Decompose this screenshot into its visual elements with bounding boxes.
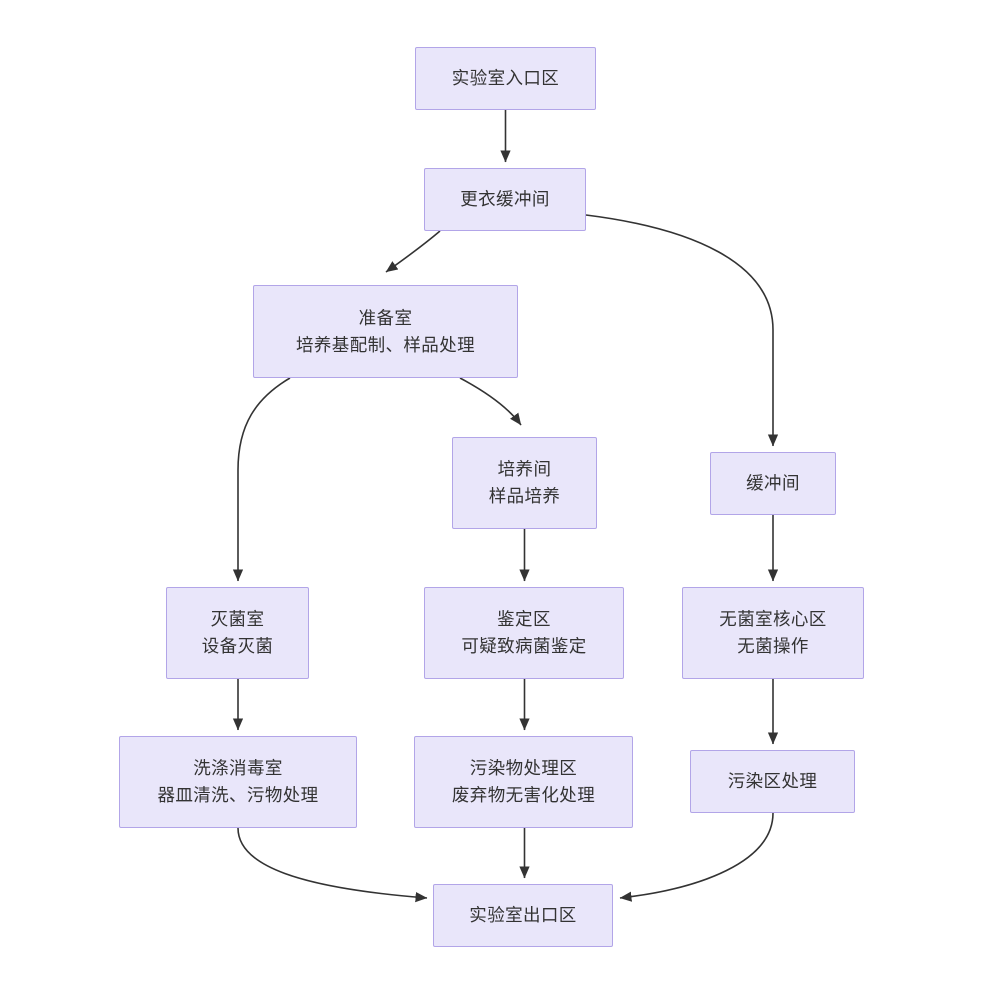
node-label: 无菌操作 xyxy=(737,636,809,656)
node-buffer[interactable]: 缓冲间 xyxy=(710,452,836,515)
node-label: 实验室出口区 xyxy=(469,905,577,925)
edge-washing-to-exit xyxy=(237,827,428,903)
node-label: 洗涤消毒室 xyxy=(193,758,283,778)
node-label: 鉴定区 xyxy=(497,609,551,629)
node-label: 设备灭菌 xyxy=(201,636,274,656)
node-label: 准备室 xyxy=(358,307,413,328)
node-contaminated-zone[interactable]: 污染区处理 xyxy=(690,750,855,813)
edge-changing-to-prep xyxy=(385,230,441,273)
node-changing[interactable]: 更衣缓冲间 xyxy=(424,168,586,231)
node-label: 缓冲间 xyxy=(746,473,800,493)
node-sterilization[interactable]: 灭菌室设备灭菌 xyxy=(166,587,309,679)
node-label: 样品培养 xyxy=(488,486,561,506)
node-label: 实验室入口区 xyxy=(451,68,560,88)
node-label: 废弃物无害化处理 xyxy=(451,785,596,805)
node-label: 更衣缓冲间 xyxy=(460,189,550,209)
edge-prep-to-sterilization xyxy=(232,377,291,582)
node-label: 器皿清洗、污物处理 xyxy=(157,785,319,805)
node-label: 培养基配制、样品处理 xyxy=(296,334,475,355)
node-label: 污染物处理区 xyxy=(469,758,578,778)
node-label: 无菌室核心区 xyxy=(719,609,827,629)
node-label: 灭菌室 xyxy=(210,609,265,629)
node-sterile-core[interactable]: 无菌室核心区无菌操作 xyxy=(682,587,864,679)
edge-contaminated-zone-to-exit xyxy=(619,812,774,902)
node-entry[interactable]: 实验室入口区 xyxy=(415,47,596,110)
node-washing[interactable]: 洗涤消毒室器皿清洗、污物处理 xyxy=(119,736,357,828)
node-label: 培养间 xyxy=(497,459,552,479)
node-incubation[interactable]: 培养间样品培养 xyxy=(452,437,597,529)
node-exit[interactable]: 实验室出口区 xyxy=(433,884,613,947)
node-prep[interactable]: 准备室培养基配制、样品处理 xyxy=(253,285,518,378)
node-label: 可疑致病菌鉴定 xyxy=(461,636,587,656)
node-contaminant[interactable]: 污染物处理区废弃物无害化处理 xyxy=(414,736,633,828)
node-identification[interactable]: 鉴定区可疑致病菌鉴定 xyxy=(424,587,624,679)
edge-changing-to-buffer xyxy=(585,214,779,447)
edge-prep-to-incubation xyxy=(459,377,522,426)
node-label: 污染区处理 xyxy=(727,771,818,791)
